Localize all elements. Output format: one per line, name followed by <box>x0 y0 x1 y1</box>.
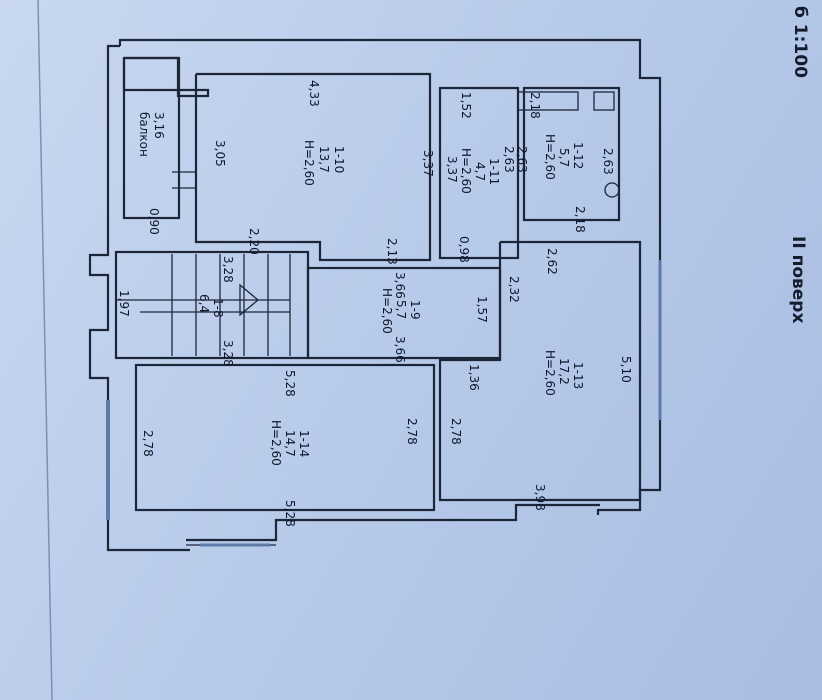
dim-3-37a: 3,37 <box>421 150 435 177</box>
dim-4-33: 4,33 <box>307 80 321 107</box>
room-1-10-height: H=2,60 <box>302 140 316 186</box>
room-1-14-area: 14,7 <box>283 430 297 457</box>
room-1-9-id: 1-9 <box>408 300 422 320</box>
room-1-10 <box>194 72 432 262</box>
room-1-9-area: 5,7 <box>394 300 408 319</box>
dim-3-28b: 3,28 <box>221 340 235 367</box>
room-1-10-area: 13,7 <box>317 146 331 173</box>
room-1-14-height: H=2,60 <box>269 420 283 466</box>
balcony-label: балкон <box>137 112 151 157</box>
dim-3-28a: 3,28 <box>221 256 235 283</box>
dim-2-78c: 2,78 <box>141 430 155 457</box>
dim-3-37b: 3,37 <box>445 156 459 183</box>
room-1-11-id: 1-11 <box>487 158 501 185</box>
room-1-11-height: H=2,60 <box>459 148 473 194</box>
balcony-dim: 3,16 <box>152 112 166 139</box>
room-1-12-area: 5,7 <box>557 148 571 167</box>
dim-3-05: 3,05 <box>213 140 227 167</box>
dim-2-18b: 2,18 <box>573 206 587 233</box>
balcony-dim2: 0,90 <box>147 208 161 235</box>
dim-2-32: 2,32 <box>507 276 521 303</box>
dim-0-98: 0,98 <box>457 236 471 263</box>
dim-2-63b: 2,63 <box>515 146 529 173</box>
bathtub <box>517 91 579 111</box>
room-1-13-area: 17,2 <box>557 358 571 385</box>
room-1-14-id: 1-14 <box>297 430 311 457</box>
dim-2-62: 2,62 <box>545 248 559 275</box>
dim-2-18a: 2,18 <box>528 92 542 119</box>
room-1-11 <box>438 86 520 260</box>
floor-label: ІІ поверх <box>788 236 808 323</box>
room-1-10-id: 1-10 <box>332 146 346 173</box>
room-1-12-height: H=2,60 <box>543 134 557 180</box>
scale-label: б 1:100 <box>790 6 810 78</box>
dim-3-66a: 3,66 <box>393 272 407 299</box>
dim-2-63c: 2,63 <box>601 148 615 175</box>
dim-2-13: 2,13 <box>385 238 399 265</box>
outer-walls <box>88 38 662 552</box>
dim-2-78b: 2,78 <box>405 418 419 445</box>
dim-5-10: 5,10 <box>619 356 633 383</box>
dim-5-28a: 5,28 <box>283 370 297 397</box>
dim-3-66b: 3,66 <box>393 336 407 363</box>
dim-1-52: 1,52 <box>459 92 473 119</box>
room-1-14 <box>134 363 436 512</box>
dim-1-57: 1,57 <box>475 296 489 323</box>
room-1-9-height: H=2,60 <box>380 288 394 334</box>
room-1-13 <box>438 240 642 502</box>
room-1-12 <box>522 86 621 222</box>
paper-edge <box>37 0 53 700</box>
toilet <box>604 182 620 198</box>
dim-1-97: 1,97 <box>117 290 131 317</box>
dim-2-63a: 2,63 <box>502 146 516 173</box>
dim-5-28b: 5,28 <box>283 500 297 527</box>
room-1-13-id: 1-13 <box>571 362 585 389</box>
room-1-11-area: 4,7 <box>473 162 487 181</box>
room-1-8-area: 6,4 <box>197 294 211 313</box>
room-1-8-id: 1-8 <box>211 298 225 318</box>
dim-2-78a: 2,78 <box>449 418 463 445</box>
staircase-1-8 <box>114 250 310 360</box>
sink <box>593 91 615 111</box>
dim-2-20: 2,20 <box>247 228 261 255</box>
room-1-12-id: 1-12 <box>571 142 585 169</box>
room-1-13-height: H=2,60 <box>543 350 557 396</box>
dim-1-36: 1,36 <box>467 364 481 391</box>
dim-3-98: 3,98 <box>533 484 547 511</box>
balcony <box>122 56 196 220</box>
